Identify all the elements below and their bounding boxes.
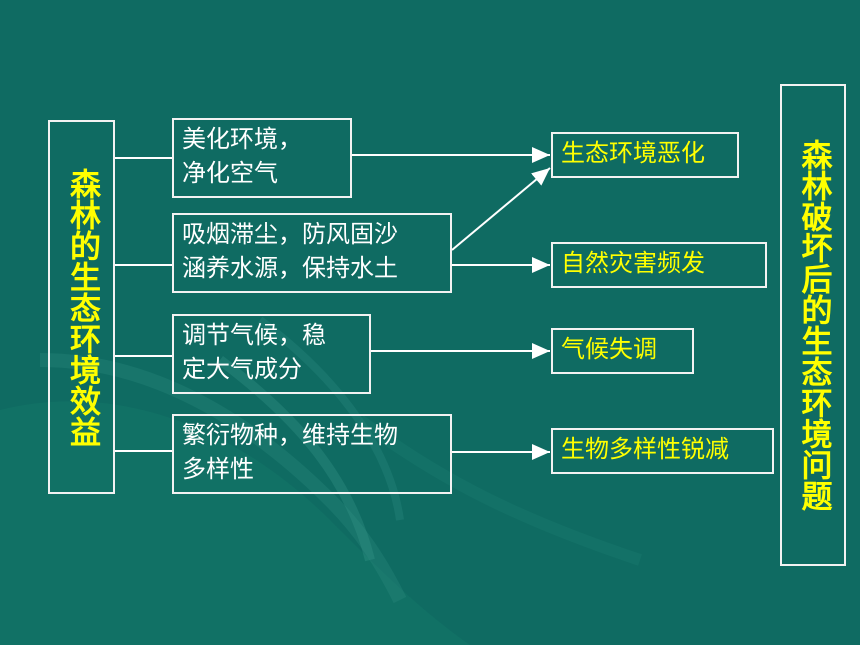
middle-box-2: 吸烟滞尘，防风固沙 涵养水源，保持水土 xyxy=(172,213,452,293)
middle-box-4: 繁衍物种，维持生物 多样性 xyxy=(172,414,452,494)
right-title-box: 森林破坏后的生态环境问题 xyxy=(780,84,846,566)
right-title: 森林破坏后的生态环境问题 xyxy=(795,139,832,511)
middle-box-3: 调节气候，稳 定大气成分 xyxy=(172,314,371,394)
left-title-box: 森林的生态环境效益 xyxy=(48,120,115,494)
result-box-3: 气候失调 xyxy=(551,328,694,374)
result-box-4: 生物多样性锐减 xyxy=(551,428,774,474)
left-title: 森林的生态环境效益 xyxy=(64,167,100,447)
result-box-1: 生态环境恶化 xyxy=(551,132,739,178)
result-box-2: 自然灾害频发 xyxy=(551,242,767,288)
arrow-2-diagonal xyxy=(451,167,551,251)
middle-box-1: 美化环境， 净化空气 xyxy=(172,118,352,198)
